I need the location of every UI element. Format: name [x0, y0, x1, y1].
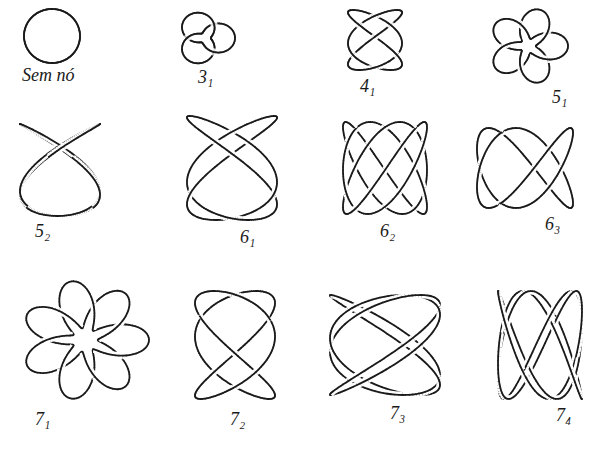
- knot-drawing: [348, 10, 402, 70]
- knot-drawing: [182, 13, 235, 64]
- knot-drawing: [24, 9, 80, 63]
- knot-strand: [187, 37, 188, 38]
